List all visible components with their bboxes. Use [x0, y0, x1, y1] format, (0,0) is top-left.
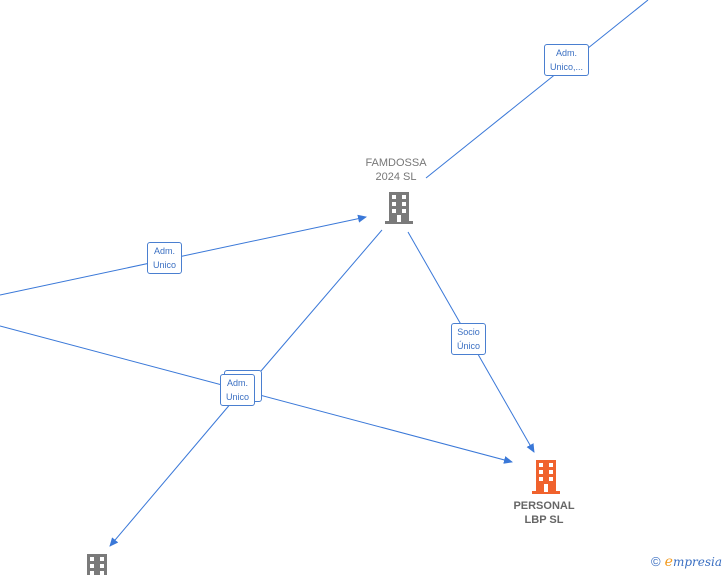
empresia-logo: ©empresia [651, 554, 722, 570]
node-label-famdossa[interactable]: FAMDOSSA 2024 SL [365, 157, 427, 183]
edge-famdossa-to-cross [254, 229, 383, 379]
building-icon[interactable] [84, 554, 110, 575]
edge-label-famdossa-to-personal[interactable]: Socio Único [451, 323, 487, 355]
edge-left-to-famdossa [0, 214, 367, 296]
edge-top-right [425, 0, 649, 179]
edge-label-top-right[interactable]: Adm. Unico,... [544, 44, 590, 76]
building-icon[interactable] [385, 192, 413, 224]
edge-cross-to-bottom [109, 401, 233, 547]
node-label-personal[interactable]: PERSONAL LBP SL [513, 500, 575, 526]
copyright-icon: © [651, 554, 661, 569]
edge-label-left-to-famdossa[interactable]: Adm. Unico [147, 242, 183, 274]
edge-label-cross-center[interactable]: Adm. Unico [220, 374, 256, 406]
building-icon[interactable] [532, 460, 560, 494]
